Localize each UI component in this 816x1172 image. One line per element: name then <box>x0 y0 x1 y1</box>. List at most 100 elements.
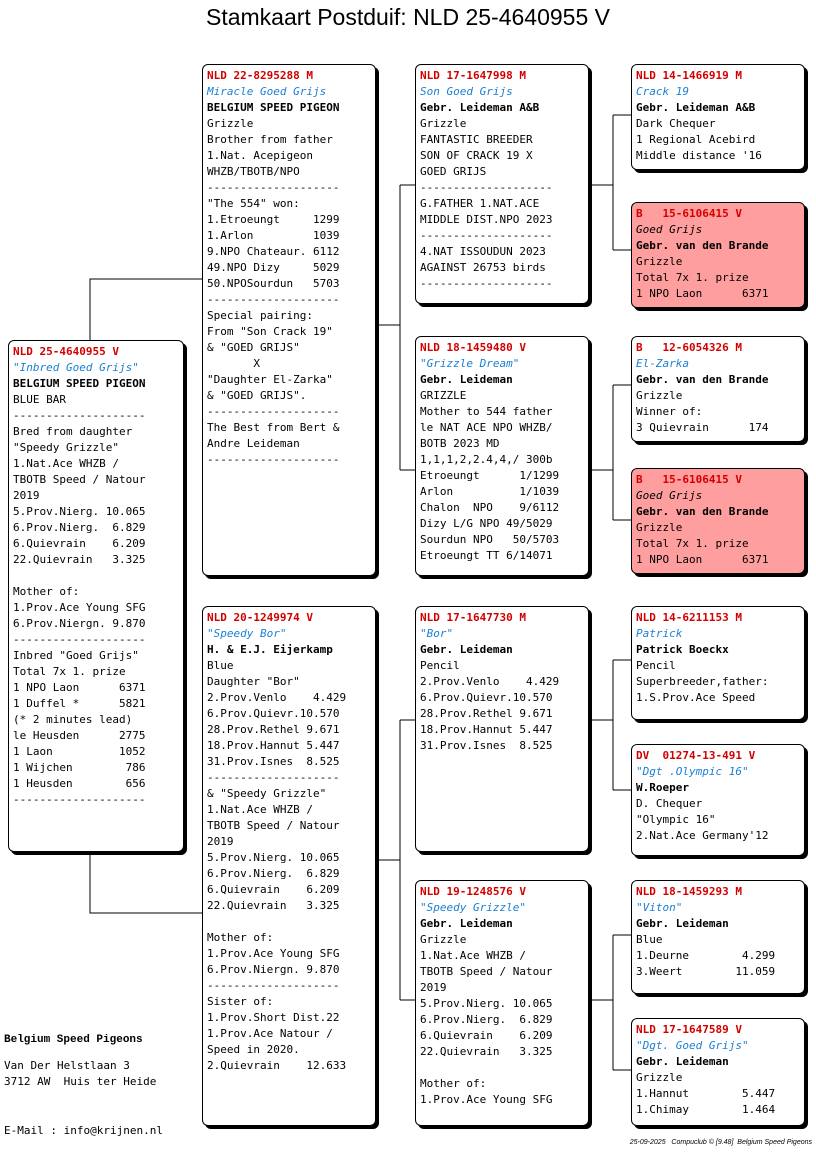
card-line: Special pairing: <box>207 309 313 322</box>
card-line: (* 2 minutes lead) <box>13 713 133 726</box>
ring-number: B 12-6054326 M <box>636 341 742 354</box>
card-line: "The 554" won: <box>207 197 300 210</box>
pigeon-name: "Grizzle Dream" <box>420 357 520 370</box>
pigeon-card-main[interactable]: NLD 25-4640955 V"Inbred Goed Grijs"BELGI… <box>8 340 184 852</box>
company-email: E-Mail : info@krijnen.nl <box>4 1124 163 1137</box>
card-line: 3.Weert 11.059 <box>636 965 776 978</box>
ring-number: NLD 17-1647998 M <box>420 69 526 82</box>
page-title: Stamkaart Postduif: NLD 25-4640955 V <box>205 4 610 30</box>
footer-credit: 25-09-2025 Compuclub © [9.48] Belgium Sp… <box>629 1139 812 1146</box>
card-line: 1.Nat.Ace WHZB / <box>207 803 313 816</box>
card-line: Andre Leideman <box>207 437 300 450</box>
card-line: Total 7x 1. prize <box>636 271 749 284</box>
card-line: 4.NAT ISSOUDUN 2023 <box>420 245 546 258</box>
pigeon-card-father-mother[interactable]: NLD 18-1459480 V"Grizzle Dream"Gebr. Lei… <box>415 336 589 576</box>
card-line: Grizzle <box>636 389 683 402</box>
card-line: -------------------- <box>207 771 340 784</box>
card-line: Chalon NPO 9/6112 <box>420 501 560 514</box>
pigeon-name: "Speedy Grizzle" <box>420 901 526 914</box>
card-line: 2.Prov.Venlo 4.429 <box>207 691 347 704</box>
ring-number: NLD 19-1248576 V <box>420 885 526 898</box>
card-line: 6.Prov.Niergn. 9.870 <box>13 617 146 630</box>
breeder-name: Gebr. van den Brande <box>636 373 769 386</box>
card-line: 5.Prov.Nierg. 10.065 <box>420 997 553 1010</box>
card-line: X <box>207 357 260 370</box>
card-line: Mother of: <box>207 931 274 944</box>
card-line: Daughter "Bor" <box>207 675 300 688</box>
ring-number: DV 01274-13-491 V <box>636 749 756 762</box>
card-line: -------------------- <box>207 181 340 194</box>
card-line: 1.Hannut 5.447 <box>636 1087 776 1100</box>
pigeon-card-mmother-mother[interactable]: NLD 17-1647589 V"Dgt. Goed Grijs"Gebr. L… <box>631 1018 805 1126</box>
card-line: 1.Prov.Short Dist.22 <box>207 1011 340 1024</box>
card-line: BOTB 2023 MD <box>420 437 500 450</box>
card-line: 6.Prov.Nierg. 6.829 <box>420 1013 553 1026</box>
card-line: 5.Prov.Nierg. 10.065 <box>13 505 146 518</box>
card-line: 1 NPO Laon 6371 <box>13 681 146 694</box>
card-line: 22.Quievrain 3.325 <box>13 553 146 566</box>
pigeon-card-mfather-mother[interactable]: DV 01274-13-491 V"Dgt .Olympic 16"W.Roep… <box>631 744 805 856</box>
card-line: G.FATHER 1.NAT.ACE <box>420 197 540 210</box>
breeder-name: Gebr. Leideman A&B <box>636 101 756 114</box>
card-line: 3 Quievrain 174 <box>636 421 769 434</box>
breeder-name: H. & E.J. Eijerkamp <box>207 643 333 656</box>
card-line: 2.Prov.Venlo 4.429 <box>420 675 560 688</box>
card-line: & "GOED GRIJS" <box>207 341 300 354</box>
pigeon-card-mother-mother[interactable]: NLD 19-1248576 V"Speedy Grizzle"Gebr. Le… <box>415 880 589 1126</box>
ring-number: NLD 25-4640955 V <box>13 345 119 358</box>
card-line: -------------------- <box>207 453 340 466</box>
card-line: 22.Quievrain 3.325 <box>420 1045 553 1058</box>
card-line: Etroeungt 1/1299 <box>420 469 560 482</box>
breeder-name: Gebr. Leideman <box>420 643 513 656</box>
card-line: -------------------- <box>13 793 146 806</box>
card-line: 6.Quievrain 6.209 <box>13 537 146 550</box>
card-line: Grizzle <box>636 255 683 268</box>
card-line: 1 Wijchen 786 <box>13 761 146 774</box>
card-line: Blue <box>207 659 234 672</box>
breeder-name: Gebr. van den Brande <box>636 505 769 518</box>
card-line: -------------------- <box>420 277 553 290</box>
card-line <box>207 914 371 930</box>
card-line: -------------------- <box>207 979 340 992</box>
card-line: Total 7x 1. prize <box>636 537 749 550</box>
pigeon-name: "Speedy Bor" <box>207 627 287 640</box>
card-line: 2019 <box>13 489 40 502</box>
card-line: Blue <box>636 933 663 946</box>
card-line: Grizzle <box>420 117 467 130</box>
card-line: 1.Nat. Acepigeon <box>207 149 313 162</box>
pigeon-name: "Dgt .Olympic 16" <box>636 765 749 778</box>
card-line: 1.Prov.Ace Young SFG <box>13 601 146 614</box>
card-line: 2019 <box>420 981 447 994</box>
pigeon-card-mother[interactable]: NLD 20-1249974 V"Speedy Bor"H. & E.J. Ei… <box>202 606 376 1126</box>
card-line: Dark Chequer <box>636 117 716 130</box>
card-line: Brother from father <box>207 133 333 146</box>
card-line: le Heusden 2775 <box>13 729 146 742</box>
pigeon-name: Son Goed Grijs <box>420 85 513 98</box>
card-line: 2019 <box>207 835 234 848</box>
pigeon-name: El-Zarka <box>636 357 689 370</box>
card-line: 2.Nat.Ace Germany'12 <box>636 829 769 842</box>
pigeon-name: "Viton" <box>636 901 683 914</box>
card-line: 1 Duffel * 5821 <box>13 697 146 710</box>
card-line: 28.Prov.Rethel 9.671 <box>420 707 553 720</box>
card-line: Sourdun NPO 50/5703 <box>420 533 560 546</box>
card-line: "Daughter El-Zarka" <box>207 373 333 386</box>
breeder-name: Gebr. Leideman <box>420 373 513 386</box>
card-line: 18.Prov.Hannut 5.447 <box>207 739 340 752</box>
company-street: Van Der Helstlaan 3 <box>4 1059 130 1072</box>
card-line: WHZB/TBOTB/NPO <box>207 165 300 178</box>
card-line: From "Son Crack 19" <box>207 325 333 338</box>
card-line: 1.Prov.Ace Young SFG <box>207 947 340 960</box>
card-line: 1.Nat.Ace WHZB / <box>420 949 526 962</box>
card-line: Speed in 2020. <box>207 1043 300 1056</box>
card-line: 1.Prov.Ace Young SFG <box>420 1093 553 1106</box>
